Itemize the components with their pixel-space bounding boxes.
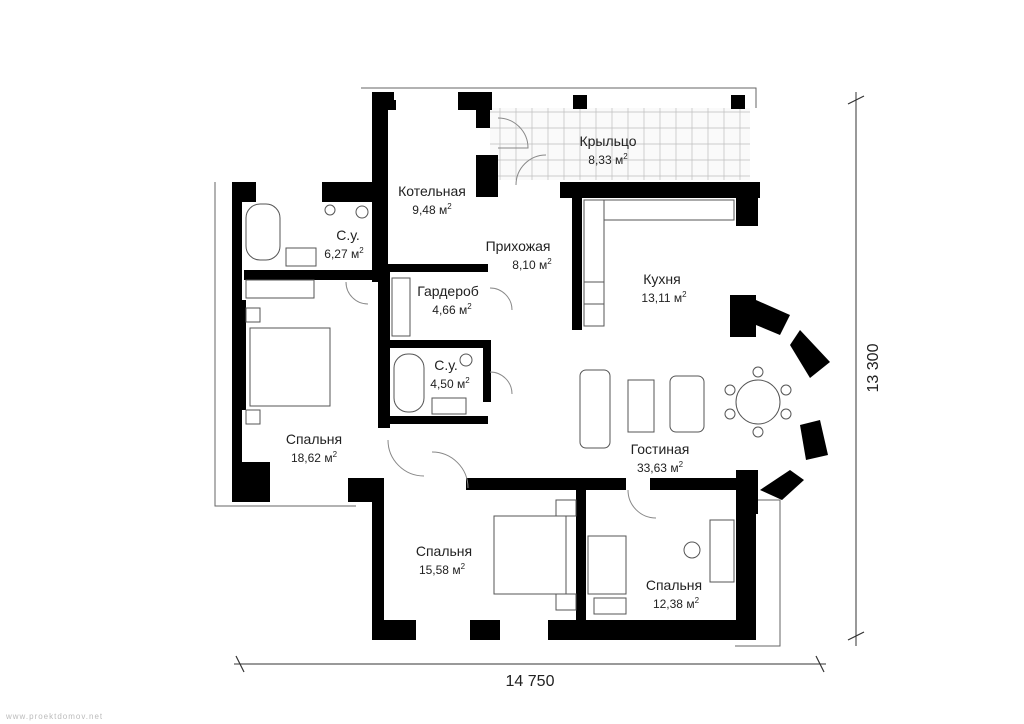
room-area-kitchen: 13,11 м xyxy=(641,291,682,305)
room-area-living-room: 33,63 м xyxy=(637,461,679,475)
room-name-porch: Крыльцо xyxy=(579,133,636,149)
room-name-wardrobe: Гардероб xyxy=(417,283,479,299)
room-area-hallway: 8,10 м xyxy=(512,258,547,272)
svg-text:8,10 м2: 8,10 м2 xyxy=(512,257,552,272)
thin-outlines xyxy=(214,87,781,647)
room-name-bedroom-1: Спальня xyxy=(286,431,342,447)
svg-text:9,48 м2: 9,48 м2 xyxy=(412,202,452,217)
walls xyxy=(232,92,830,640)
dimension-lines xyxy=(234,92,865,673)
doors xyxy=(345,117,657,519)
svg-text:33,63 м2: 33,63 м2 xyxy=(637,460,684,475)
room-name-living-room: Гостиная xyxy=(631,441,690,457)
svg-text:12,38 м2: 12,38 м2 xyxy=(653,596,700,611)
room-area-bedroom-2: 15,58 м xyxy=(419,563,461,577)
room-name-kitchen: Кухня xyxy=(643,271,680,287)
dimension-height: 13 300 xyxy=(865,343,882,392)
dimension-width: 14 750 xyxy=(506,673,555,690)
room-labels: Крыльцо 8,33 м2 Котельная 9,48 м2 С.у. 6… xyxy=(286,133,702,611)
room-name-boiler: Котельная xyxy=(398,183,466,199)
room-name-bathroom-2: С.у. xyxy=(434,357,458,373)
room-area-boiler: 9,48 м xyxy=(412,203,447,217)
svg-text:6,27 м2: 6,27 м2 xyxy=(324,246,364,261)
room-name-bedroom-2: Спальня xyxy=(416,543,472,559)
svg-text:18,62 м2: 18,62 м2 xyxy=(291,450,338,465)
furniture xyxy=(245,199,792,615)
room-name-bedroom-3: Спальня xyxy=(646,577,702,593)
watermark: www.proektdomov.net xyxy=(6,712,104,721)
room-area-bedroom-3: 12,38 м xyxy=(653,597,695,611)
room-area-bathroom-2: 4,50 м xyxy=(430,377,465,391)
svg-text:4,50 м2: 4,50 м2 xyxy=(430,376,470,391)
svg-text:15,58 м2: 15,58 м2 xyxy=(419,562,466,577)
svg-text:8,33 м2: 8,33 м2 xyxy=(588,152,628,167)
svg-text:4,66 м2: 4,66 м2 xyxy=(432,302,472,317)
porch-tiles xyxy=(490,108,750,180)
room-area-bathroom-1: 6,27 м xyxy=(324,247,359,261)
room-name-hallway: Прихожая xyxy=(486,238,551,254)
room-area-bedroom-1: 18,62 м xyxy=(291,451,333,465)
room-area-porch: 8,33 м xyxy=(588,153,623,167)
svg-text:13,11 м2: 13,11 м2 xyxy=(641,290,687,305)
room-area-wardrobe: 4,66 м xyxy=(432,303,467,317)
room-name-bathroom-1: С.у. xyxy=(336,227,360,243)
